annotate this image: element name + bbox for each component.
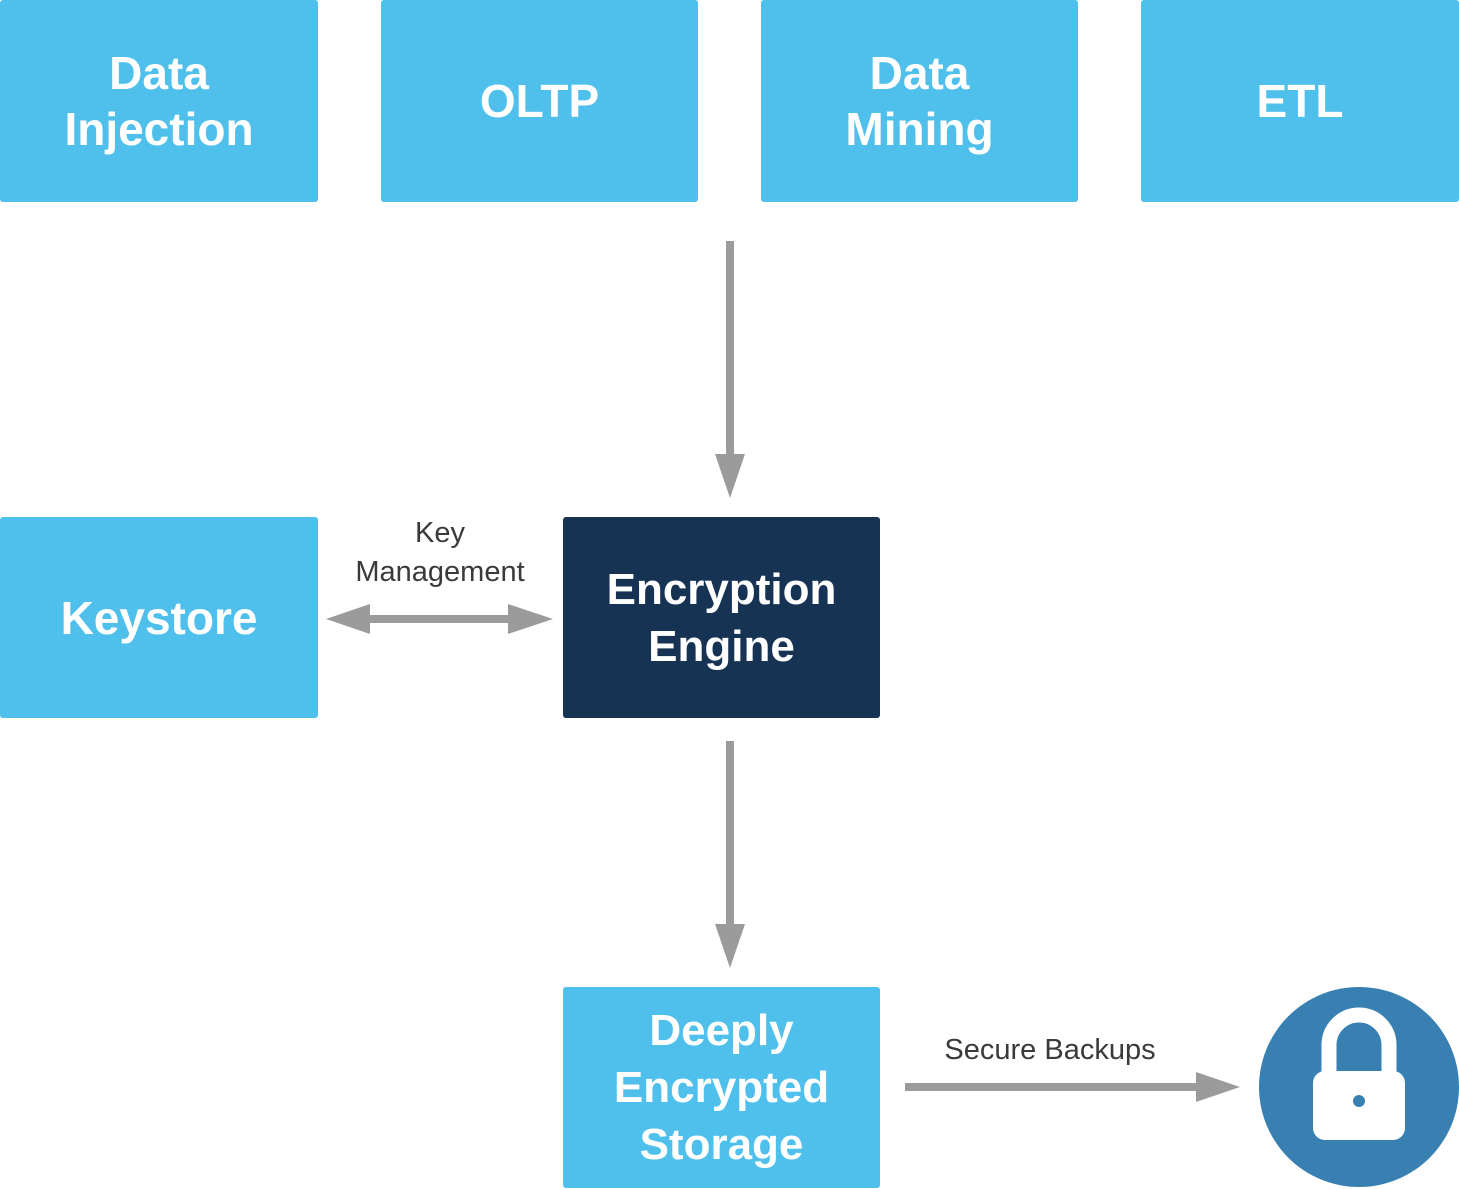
- edge-engine-to-storage: [715, 741, 745, 968]
- node-oltp: OLTP: [381, 0, 698, 202]
- edge-sources-to-engine: [715, 241, 745, 498]
- node-data-mining: Data Mining: [761, 0, 1078, 202]
- node-etl: ETL: [1141, 0, 1459, 202]
- edge-label-key-management: Key Management: [355, 517, 525, 588]
- edge-label-secure-backups: Secure Backups: [944, 1034, 1156, 1066]
- secure-vault: [1259, 987, 1459, 1187]
- node-deeply-encrypted-storage: Deeply Encrypted Storage: [563, 987, 880, 1188]
- lock-icon: [1313, 1007, 1405, 1140]
- edge-keystore-engine: [326, 604, 553, 634]
- node-encryption-engine: Encryption Engine: [563, 517, 880, 718]
- node-data-injection: Data Injection: [0, 0, 318, 202]
- edge-storage-to-vault: [905, 1072, 1240, 1102]
- node-keystore: Keystore: [0, 517, 318, 718]
